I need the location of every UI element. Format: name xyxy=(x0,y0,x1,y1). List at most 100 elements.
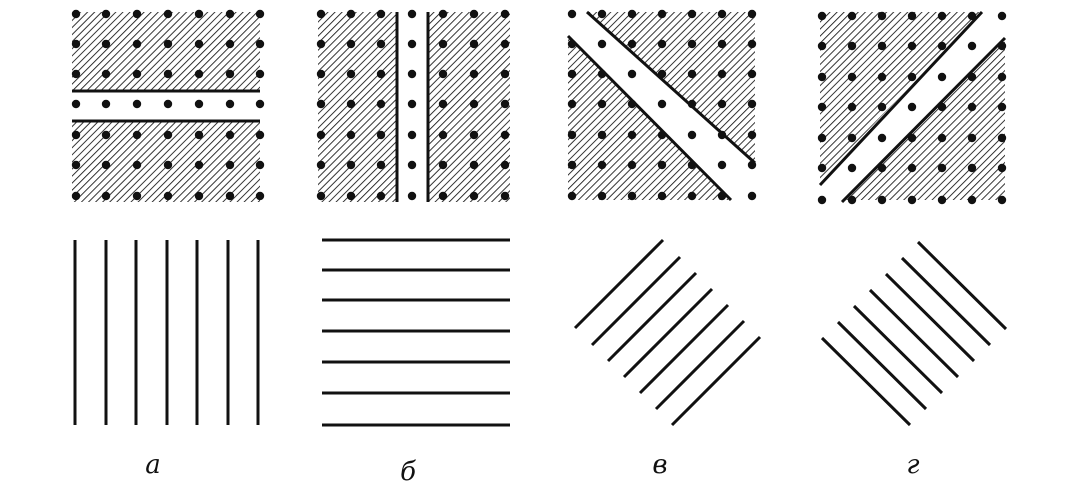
lattice-atom xyxy=(747,130,757,140)
lattice-atom xyxy=(967,72,977,82)
lattice-atom xyxy=(997,41,1007,51)
lattice-atom xyxy=(687,69,697,79)
lattice-atom xyxy=(346,39,356,49)
lattice-atom xyxy=(597,191,607,201)
lattice-atom xyxy=(194,9,204,19)
lattice-atom xyxy=(877,195,887,205)
lattice-atom xyxy=(907,11,917,21)
lattice-atom xyxy=(597,69,607,79)
lattice-atom xyxy=(747,191,757,201)
lattice-atom xyxy=(597,39,607,49)
panel-d-line xyxy=(852,304,944,395)
lattice-atom xyxy=(376,39,386,49)
panel-d-line xyxy=(884,272,976,363)
lattice-atom xyxy=(438,69,448,79)
lattice-atom xyxy=(847,133,857,143)
panel-a-upper-block xyxy=(72,12,260,92)
lattice-atom xyxy=(877,133,887,143)
lattice-atom xyxy=(132,160,142,170)
lattice-atom xyxy=(997,72,1007,82)
lattice-atom xyxy=(967,163,977,173)
lattice-atom xyxy=(817,41,827,51)
lattice-atom xyxy=(316,130,326,140)
lattice-atom xyxy=(937,133,947,143)
lattice-atom xyxy=(438,99,448,109)
lattice-atom xyxy=(817,133,827,143)
panel-d-line xyxy=(836,320,928,411)
panel-d-line xyxy=(916,240,1008,331)
lattice-atom xyxy=(687,39,697,49)
lattice-atom xyxy=(657,160,667,170)
lattice-atom xyxy=(71,9,81,19)
lattice-atom xyxy=(627,39,637,49)
lattice-atom xyxy=(717,191,727,201)
lattice-atom xyxy=(847,163,857,173)
lattice-atom xyxy=(346,69,356,79)
lattice-atom xyxy=(847,11,857,21)
lattice-atom xyxy=(907,195,917,205)
panel-a-crystal xyxy=(71,9,265,202)
lattice-atom xyxy=(747,9,757,19)
panel-c-lattice-dots xyxy=(567,9,757,201)
panel-c-line xyxy=(654,319,746,411)
lattice-atom xyxy=(469,191,479,201)
lattice-atom xyxy=(500,191,510,201)
panel-c-slip-line-lower xyxy=(566,34,733,202)
lattice-atom xyxy=(438,130,448,140)
lattice-atom xyxy=(407,191,417,201)
lattice-atom xyxy=(255,9,265,19)
lattice-atom xyxy=(937,102,947,112)
lattice-atom xyxy=(194,69,204,79)
lattice-atom xyxy=(877,41,887,51)
lattice-atom xyxy=(71,191,81,201)
lattice-atom xyxy=(316,39,326,49)
lattice-atom xyxy=(255,69,265,79)
panel-c-label: в xyxy=(652,450,667,480)
lattice-atom xyxy=(687,9,697,19)
lattice-atom xyxy=(346,160,356,170)
lattice-atom xyxy=(225,191,235,201)
lattice-atom xyxy=(469,9,479,19)
lattice-atom xyxy=(346,99,356,109)
panel-d: г xyxy=(817,10,1008,480)
panel-c-slip-lines xyxy=(573,238,762,427)
lattice-atom xyxy=(567,39,577,49)
lattice-atom xyxy=(847,72,857,82)
lattice-atom xyxy=(877,102,887,112)
lattice-atom xyxy=(907,41,917,51)
lattice-atom xyxy=(194,99,204,109)
panel-c-line xyxy=(638,303,730,395)
lattice-atom xyxy=(597,160,607,170)
panel-d-line xyxy=(820,336,912,427)
lattice-atom xyxy=(163,99,173,109)
lattice-atom xyxy=(71,39,81,49)
lattice-atom xyxy=(747,39,757,49)
lattice-atom xyxy=(316,191,326,201)
lattice-atom xyxy=(627,99,637,109)
lattice-atom xyxy=(937,72,947,82)
lattice-atom xyxy=(500,99,510,109)
panel-d-line xyxy=(900,256,992,347)
panel-d-lattice-dots xyxy=(817,11,1007,205)
lattice-atom xyxy=(500,160,510,170)
lattice-atom xyxy=(101,69,111,79)
lattice-atom xyxy=(71,130,81,140)
lattice-atom xyxy=(255,191,265,201)
lattice-atom xyxy=(997,163,1007,173)
lattice-atom xyxy=(717,69,727,79)
lattice-atom xyxy=(316,160,326,170)
lattice-atom xyxy=(132,9,142,19)
panel-c-line xyxy=(590,255,682,347)
lattice-atom xyxy=(657,69,667,79)
lattice-atom xyxy=(657,130,667,140)
lattice-atom xyxy=(101,99,111,109)
lattice-atom xyxy=(194,191,204,201)
lattice-atom xyxy=(255,99,265,109)
lattice-atom xyxy=(687,160,697,170)
lattice-atom xyxy=(847,41,857,51)
lattice-atom xyxy=(627,9,637,19)
lattice-atom xyxy=(937,163,947,173)
lattice-atom xyxy=(255,160,265,170)
lattice-atom xyxy=(717,9,727,19)
